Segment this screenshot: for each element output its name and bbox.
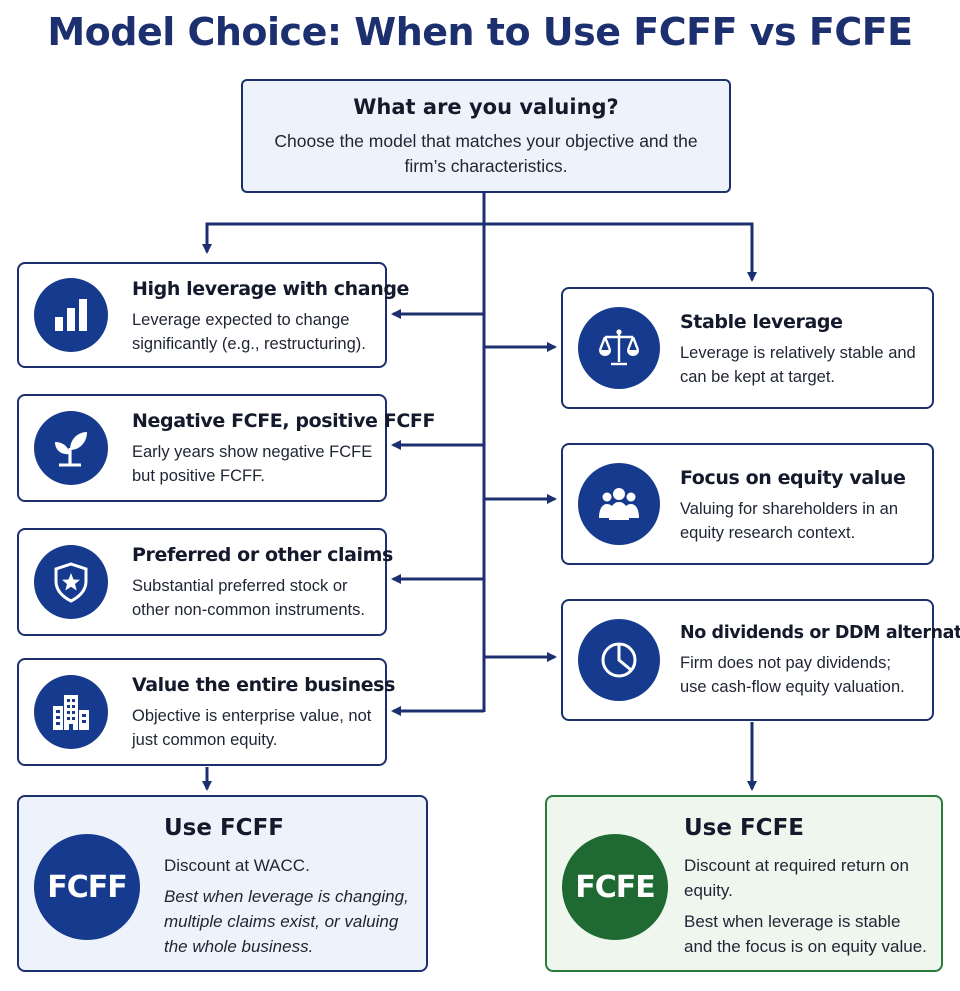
criterion-heading: High leverage with change [132,278,410,300]
result-heading: Use FCFF [164,815,284,841]
criterion-body: Objective is enterprise value, not just … [132,707,372,749]
result-best-when: Best when leverage is stable and the foc… [684,912,927,956]
building-icon [34,675,108,749]
criterion-heading: Value the entire business [132,674,395,696]
page-title: Model Choice: When to Use FCFF vs FCFE [47,10,913,54]
criterion-body: Leverage expected to change significantl… [132,311,366,353]
people-icon [578,463,660,545]
sprout-icon [34,411,108,485]
criterion-heading: Negative FCFE, positive FCFF [132,410,436,432]
question-box: What are you valuing? Choose the model t… [241,79,731,193]
criterion-body: Substantial preferred stock or other non… [132,577,365,619]
shield-star-icon [34,545,108,619]
criterion-heading: Focus on equity value [680,467,906,489]
fcff-badge: FCFF [34,834,140,940]
pie-chart-icon [578,619,660,701]
bar-chart-icon [34,278,108,352]
result-fcfe: FCFE Use FCFE Discount at required retur… [545,795,943,972]
split-right [484,222,757,282]
criterion-stable-leverage: Stable leverage Leverage is relatively s… [561,287,934,409]
criterion-preferred-claims: Preferred or other claims Substantial pr… [17,528,393,636]
criterion-body: Early years show negative FCFE but posit… [132,443,373,485]
criterion-heading: Preferred or other claims [132,544,393,566]
question-heading: What are you valuing? [353,95,619,119]
criterion-body: Firm does not pay dividends; use cash-fl… [680,654,905,696]
criterion-entire-business: Value the entire business Objective is e… [17,658,395,766]
split-left [202,222,484,254]
question-description: Choose the model that matches your objec… [274,131,698,176]
criterion-no-dividends: No dividends or DDM alternative Firm doe… [561,599,960,721]
result-best-when: Best when leverage is changing, multiple… [164,887,409,956]
criterion-heading: Stable leverage [680,311,843,333]
scales-icon [578,307,660,389]
result-fcff: FCFF Use FCFF Discount at WACC. Best whe… [17,795,428,972]
fcfe-badge: FCFE [562,834,668,940]
criterion-negative-fcfe: Negative FCFE, positive FCFF Early years… [17,394,436,502]
result-heading: Use FCFE [684,815,804,841]
criterion-body: Valuing for shareholders in an equity re… [680,500,898,542]
criterion-equity-value: Focus on equity value Valuing for shareh… [561,443,934,565]
result-discount: Discount at required return on equity. [684,856,909,900]
criterion-heading: No dividends or DDM alternative [680,623,960,643]
result-discount: Discount at WACC. [164,856,310,875]
criterion-body: Leverage is relatively stable and can be… [680,344,916,386]
criterion-high-leverage: High leverage with change Leverage expec… [17,262,410,368]
